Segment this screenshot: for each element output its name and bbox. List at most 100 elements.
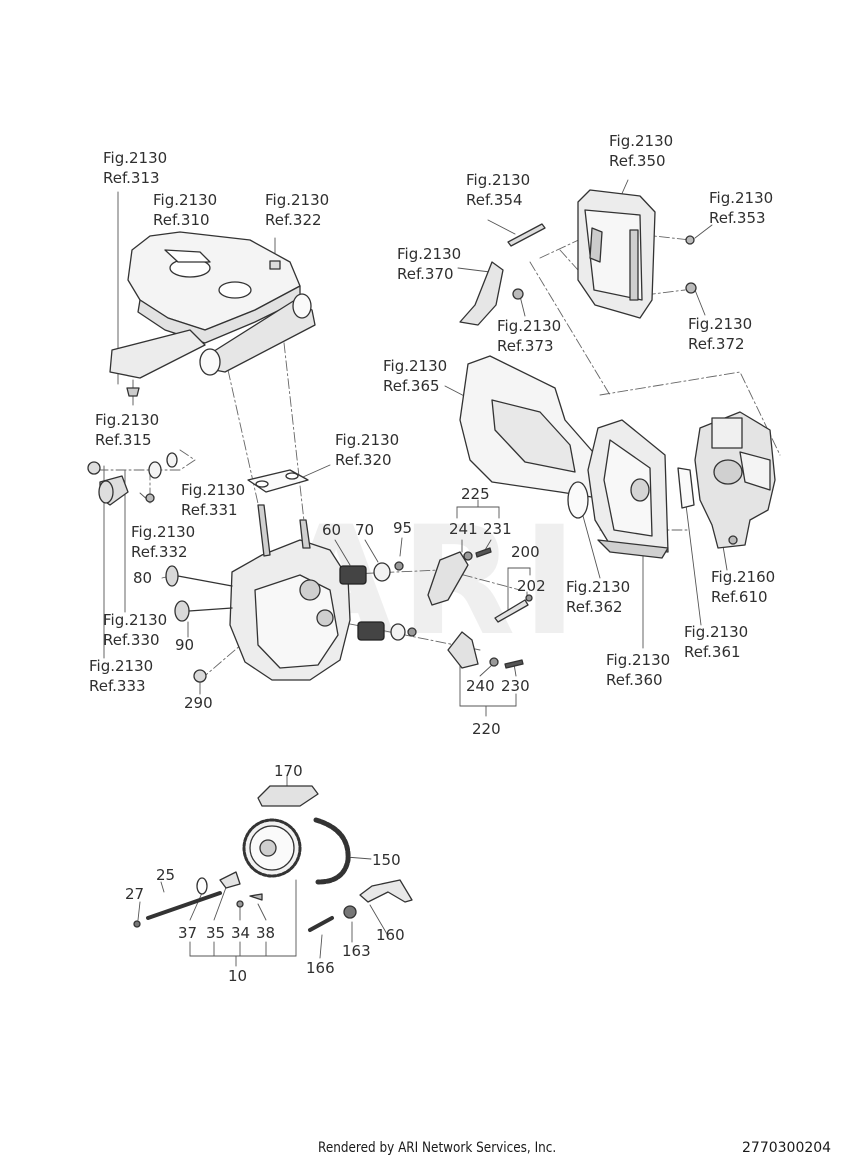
ref-text: Ref.313 [103,169,160,187]
ref-text: Ref.354 [466,191,523,209]
part-25[interactable]: 25 [156,866,176,884]
ref-text: Ref.610 [711,588,768,606]
part-90[interactable]: 90 [175,636,195,654]
fig-text: Fig.2130 [95,411,160,429]
muffler-heat-shield [109,231,316,397]
part-202[interactable]: 202 [517,577,546,595]
valve-train [165,561,417,683]
part-240[interactable]: 240 [466,677,495,695]
part-200[interactable]: 200 [511,543,540,561]
fig-text: Fig.2130 [709,189,774,207]
part-27[interactable]: 27 [125,885,145,903]
air-filter-cover [459,189,697,326]
ref-text: Ref.362 [566,598,623,616]
ref-text: Ref.361 [684,643,741,661]
ref-label-315[interactable]: Fig.2130 Ref.315 [95,410,159,450]
ref-text: Ref.360 [606,671,663,689]
part-225[interactable]: 225 [461,485,490,503]
leader-lines [103,179,728,967]
ref-label-320[interactable]: Fig.2130 Ref.320 [335,430,399,470]
ref-text: Ref.322 [265,211,322,229]
ref-label-331[interactable]: Fig.2130 Ref.331 [181,480,245,520]
ref-text: Ref.331 [181,501,238,519]
part-170[interactable]: 170 [274,762,303,780]
part-95[interactable]: 95 [393,519,413,537]
ref-label-322[interactable]: Fig.2130 Ref.322 [265,190,329,230]
ref-label-310[interactable]: Fig.2130 Ref.310 [153,190,217,230]
ref-label-353[interactable]: Fig.2130 Ref.353 [709,188,773,228]
ref-text: Ref.373 [497,337,554,355]
part-241[interactable]: 241 [449,520,478,538]
timing-gear-assembly [133,785,413,932]
fig-text: Fig.2130 [684,623,749,641]
part-70[interactable]: 70 [355,521,375,539]
fig-text: Fig.2130 [265,191,330,209]
part-160[interactable]: 160 [376,926,405,944]
ref-label-373[interactable]: Fig.2130 Ref.373 [497,316,561,356]
air-cleaner-base [567,419,695,559]
document-number: 2770300204 [742,1140,832,1156]
fig-text: Fig.2130 [335,431,400,449]
part-60[interactable]: 60 [322,521,342,539]
fig-text: Fig.2130 [103,149,168,167]
ref-text: Ref.353 [709,209,766,227]
fig-text: Fig.2130 [497,317,562,335]
part-35[interactable]: 35 [206,924,226,942]
ref-text: Ref.330 [103,631,160,649]
fig-text: Fig.2130 [153,191,218,209]
part-163[interactable]: 163 [342,942,371,960]
rocker-arms [427,547,533,669]
cylinder-head [229,504,351,681]
ref-label-372[interactable]: Fig.2130 Ref.372 [688,314,752,354]
ref-text: Ref.350 [609,152,666,170]
ref-label-332[interactable]: Fig.2130 Ref.332 [131,522,195,562]
fig-text: Fig.2130 [89,657,154,675]
ref-text: Ref.370 [397,265,454,283]
ref-text: Ref.333 [89,677,146,695]
ref-label-365[interactable]: Fig.2130 Ref.365 [383,356,447,396]
footer-rendered-by: Rendered by ARI Network Services, Inc. [318,1140,557,1156]
ref-label-333[interactable]: Fig.2130 Ref.333 [89,656,153,696]
ref-text: Ref.372 [688,335,745,353]
part-166[interactable]: 166 [306,959,335,977]
part-38[interactable]: 38 [256,924,276,942]
ref-label-370[interactable]: Fig.2130 Ref.370 [397,244,461,284]
ref-text: Ref.320 [335,451,392,469]
part-37[interactable]: 37 [178,924,198,942]
fig-text: Fig.2130 [606,651,671,669]
ref-label-360[interactable]: Fig.2130 Ref.360 [606,650,670,690]
part-290[interactable]: 290 [184,694,213,712]
fig-text: Fig.2130 [383,357,448,375]
part-150[interactable]: 150 [372,851,401,869]
fig-text: Fig.2130 [688,315,753,333]
ref-text: Ref.315 [95,431,152,449]
ref-label-313[interactable]: Fig.2130 Ref.313 [103,148,167,188]
exhaust-flange-parts [87,452,309,506]
ref-text: Ref.365 [383,377,440,395]
ref-label-610[interactable]: Fig.2160 Ref.610 [711,567,775,607]
fig-text: Fig.2130 [103,611,168,629]
ref-label-330[interactable]: Fig.2130 Ref.330 [103,610,167,650]
fig-text: Fig.2130 [466,171,531,189]
fig-text: Fig.2130 [609,132,674,150]
part-80[interactable]: 80 [133,569,153,587]
ref-label-362[interactable]: Fig.2130 Ref.362 [566,577,630,617]
ref-text: Ref.332 [131,543,188,561]
part-10[interactable]: 10 [228,967,248,985]
ref-text: Ref.310 [153,211,210,229]
fig-text: Fig.2160 [711,568,776,586]
air-filter-element [459,355,601,499]
ref-label-354[interactable]: Fig.2130 Ref.354 [466,170,530,210]
part-230[interactable]: 230 [501,677,530,695]
part-34[interactable]: 34 [231,924,251,942]
ref-label-350[interactable]: Fig.2130 Ref.350 [609,131,673,171]
fig-text: Fig.2130 [181,481,246,499]
part-231[interactable]: 231 [483,520,512,538]
fig-text: Fig.2130 [397,245,462,263]
ref-label-361[interactable]: Fig.2130 Ref.361 [684,622,748,662]
carburetor [694,411,776,549]
fig-text: Fig.2130 [131,523,196,541]
part-220[interactable]: 220 [472,720,501,738]
